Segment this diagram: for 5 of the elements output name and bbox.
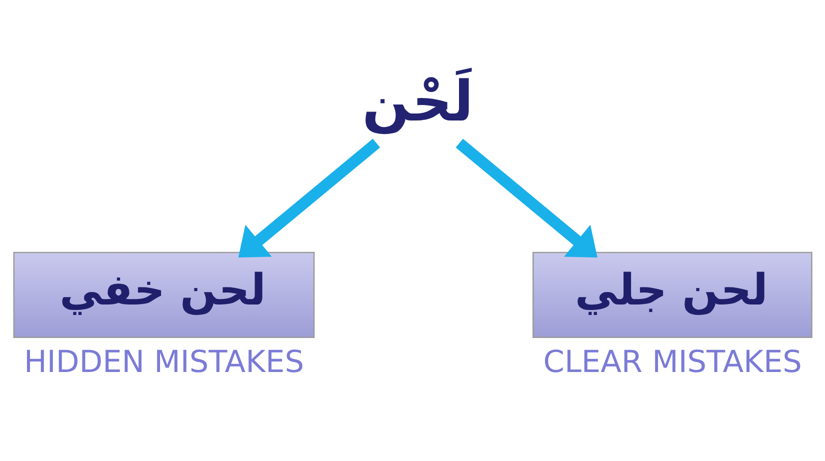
node-label: CLEAR MISTAKES <box>543 344 802 380</box>
node-label: HIDDEN MISTAKES <box>24 344 304 380</box>
node-text: لَحْن <box>362 68 474 134</box>
arrow <box>456 138 598 258</box>
arrow <box>238 138 380 258</box>
